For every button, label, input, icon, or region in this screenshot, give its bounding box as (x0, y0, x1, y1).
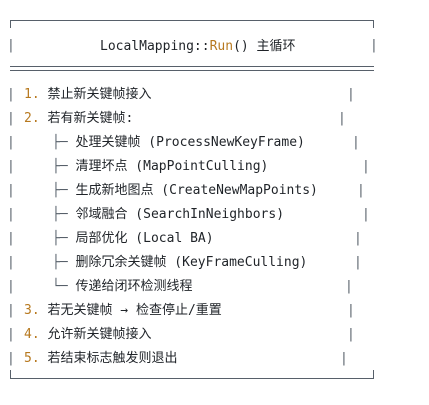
row-right-bar: | (354, 231, 362, 246)
row-right-bar: | (352, 135, 360, 150)
row-right-bar: | (362, 207, 370, 222)
substep-text: 局部优化 (Local BA) (75, 231, 214, 246)
left-border-top (10, 20, 11, 28)
substep-text: 清理坏点 (MapPointCulling) (75, 159, 269, 174)
tree-branch: └─ (52, 279, 68, 294)
right-border-bottom (373, 370, 374, 379)
row-left-bar: | (7, 87, 15, 102)
row-left-bar: | (7, 183, 15, 198)
row-right-bar: | (347, 87, 355, 102)
row-left-bar: | (7, 303, 15, 318)
row-left-bar: | (7, 159, 15, 174)
title-prefix: LocalMapping:: (100, 39, 210, 54)
row-left-bar: | (7, 135, 15, 150)
row-right-bar: | (354, 255, 362, 270)
substep-1: ├─ 处理关键帧 (ProcessNewKeyFrame) (52, 134, 305, 152)
substep-2: ├─ 清理坏点 (MapPointCulling) (52, 158, 268, 176)
substep-6: ├─ 删除冗余关键帧 (KeyFrameCulling) (52, 254, 307, 272)
substep-4: ├─ 邻域融合 (SearchInNeighbors) (52, 206, 284, 224)
right-border-top (373, 20, 374, 28)
tree-branch: ├─ (52, 183, 68, 198)
step-text: 禁止新关键帧接入 (47, 87, 152, 102)
row-left-bar: | (7, 327, 15, 342)
step-text: 若无关键帧 → 检查停止/重置 (47, 303, 222, 318)
row-left-bar: | (7, 231, 15, 246)
diagram-title: LocalMapping::Run() 主循环 (100, 38, 296, 56)
title-divider (10, 66, 374, 67)
step-text: 允许新关键帧接入 (47, 327, 152, 342)
row-left-bar: | (7, 111, 15, 126)
left-border-title: | (7, 38, 15, 53)
step-text: 若有新关键帧: (47, 111, 134, 126)
substep-text: 生成新地图点 (CreateNewMapPoints) (75, 183, 318, 198)
substep-7: └─ 传递给闭环检测线程 (52, 278, 193, 296)
step-number: 1. (24, 87, 40, 102)
substep-text: 删除冗余关键帧 (KeyFrameCulling) (75, 255, 308, 270)
step-text: 若结束标志触发则退出 (47, 351, 178, 366)
step-number: 4. (24, 327, 40, 342)
left-border-bottom (10, 370, 11, 379)
substep-5: ├─ 局部优化 (Local BA) (52, 230, 214, 248)
title-suffix: () 主循环 (233, 39, 296, 54)
row-right-bar: | (338, 111, 346, 126)
step-number: 5. (24, 351, 40, 366)
tree-branch: ├─ (52, 135, 68, 150)
tree-branch: ├─ (52, 159, 68, 174)
row-left-bar: | (7, 255, 15, 270)
row-right-bar: | (340, 351, 348, 366)
step-number: 2. (24, 111, 40, 126)
tree-branch: ├─ (52, 207, 68, 222)
step-2: 2. 若有新关键帧: (24, 110, 133, 128)
substep-3: ├─ 生成新地图点 (CreateNewMapPoints) (52, 182, 318, 200)
top-border (10, 20, 374, 21)
row-right-bar: | (362, 159, 370, 174)
substep-text: 传递给闭环检测线程 (75, 279, 193, 294)
step-3: 3. 若无关键帧 → 检查停止/重置 (24, 302, 222, 320)
tree-branch: ├─ (52, 255, 68, 270)
row-right-bar: | (357, 183, 365, 198)
row-right-bar: | (347, 303, 355, 318)
title-divider-2 (10, 70, 374, 71)
title-function: Run (209, 39, 234, 54)
step-1: 1. 禁止新关键帧接入 (24, 86, 152, 104)
substep-text: 邻域融合 (SearchInNeighbors) (75, 207, 285, 222)
row-left-bar: | (7, 207, 15, 222)
row-left-bar: | (7, 351, 15, 366)
row-right-bar: | (345, 279, 353, 294)
row-right-bar: | (347, 327, 355, 342)
row-left-bar: | (7, 279, 15, 294)
substep-text: 处理关键帧 (ProcessNewKeyFrame) (75, 135, 305, 150)
step-4: 4. 允许新关键帧接入 (24, 326, 152, 344)
step-number: 3. (24, 303, 40, 318)
right-border-title: | (370, 38, 378, 53)
bottom-border (10, 378, 374, 379)
tree-branch: ├─ (52, 231, 68, 246)
step-5: 5. 若结束标志触发则退出 (24, 350, 178, 368)
